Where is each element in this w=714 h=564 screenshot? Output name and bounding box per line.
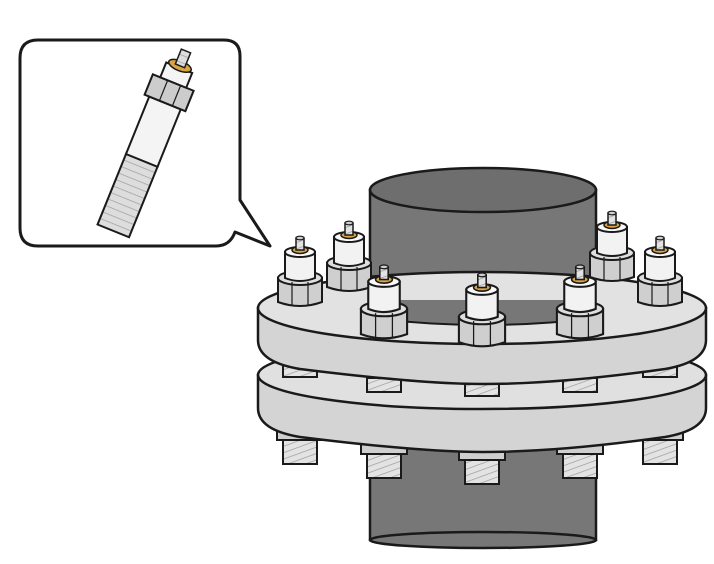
tension-stud-top xyxy=(359,264,409,340)
tension-stud-top xyxy=(326,220,372,292)
tension-stud-top xyxy=(457,272,507,348)
top-studs xyxy=(277,210,683,348)
tension-stud-top xyxy=(637,235,683,307)
tension-stud-top xyxy=(555,264,605,340)
tension-stud-top xyxy=(589,210,635,282)
pipe-top xyxy=(368,166,598,214)
stud-detail-callout-icon xyxy=(96,48,195,239)
tension-stud-top xyxy=(277,235,323,307)
stud-detail-callout xyxy=(18,38,272,248)
